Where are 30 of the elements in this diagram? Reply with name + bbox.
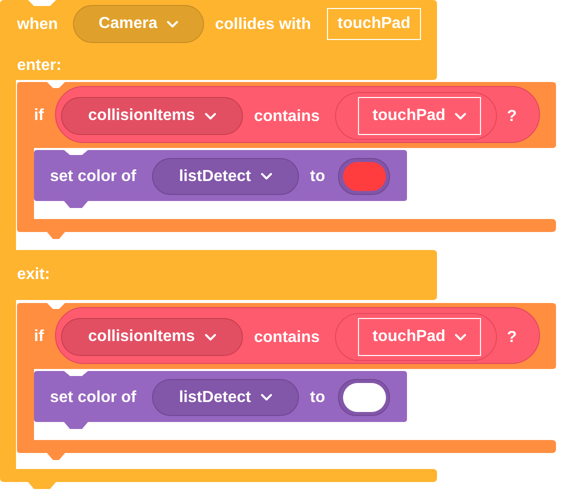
dropdown: collisionItems — [61, 318, 243, 356]
block-label: to — [310, 167, 326, 187]
condition-block — [55, 307, 540, 364]
block-label: set color of — [50, 388, 136, 408]
input-field: touchPad — [327, 8, 421, 40]
value-slot — [335, 313, 497, 361]
value-slot — [335, 92, 497, 140]
block-label: if — [34, 327, 44, 347]
dropdown: touchPad — [358, 318, 481, 356]
command-block — [34, 150, 407, 208]
block-label: to — [310, 388, 326, 408]
block-label: set color of — [50, 167, 136, 187]
dropdown: listDetect — [152, 379, 299, 416]
block-label: contains — [254, 107, 320, 127]
command-block — [34, 371, 407, 429]
block-label: collides with — [215, 15, 312, 35]
if-block — [17, 82, 556, 239]
dropdown: Camera — [73, 5, 204, 43]
section-label: enter: — [17, 56, 62, 76]
if-block — [17, 303, 556, 460]
block-label: contains — [254, 328, 320, 348]
condition-block — [55, 86, 540, 143]
block-label: if — [34, 106, 44, 126]
dropdown: listDetect — [152, 158, 299, 195]
dropdown: touchPad — [358, 97, 481, 135]
section-label: exit: — [17, 265, 50, 285]
block-label: when — [17, 15, 58, 35]
block-label: ? — [507, 328, 517, 348]
dropdown: collisionItems — [61, 97, 243, 135]
block-label: ? — [507, 107, 517, 127]
